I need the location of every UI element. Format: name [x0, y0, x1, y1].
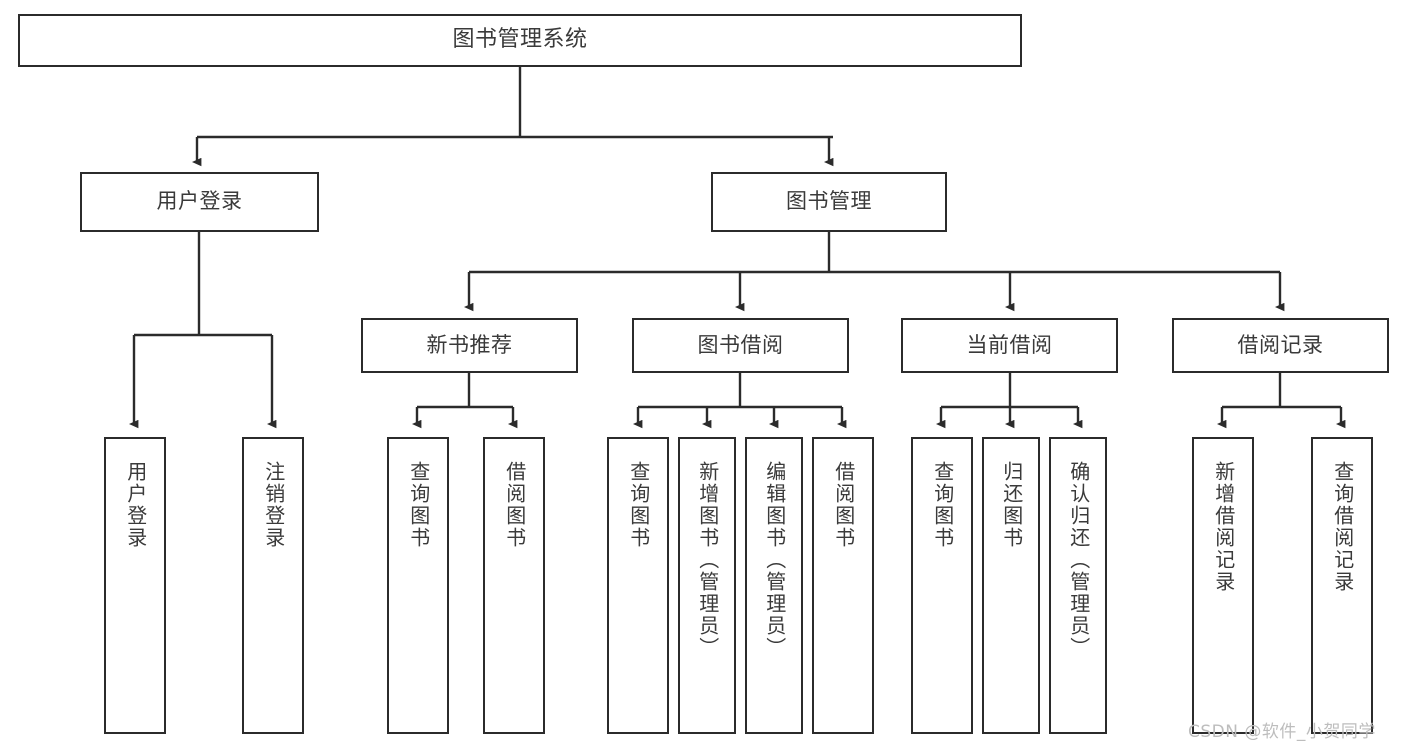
- leaf-logout[interactable]: 注销登录: [242, 437, 304, 734]
- node-label: 查询图书: [626, 461, 651, 549]
- node-label: 用户登录: [123, 461, 148, 549]
- node-label: 用户登录: [156, 189, 243, 214]
- node-label: 查询图书: [930, 461, 955, 549]
- leaf-add-book-admin[interactable]: 新增图书（管理员）: [678, 437, 736, 734]
- node-label: 归还图书: [999, 461, 1024, 549]
- node-label: 新增图书（管理员）: [695, 461, 720, 659]
- node-label: 借阅记录: [1237, 332, 1324, 357]
- leaf-return-book[interactable]: 归还图书: [982, 437, 1040, 734]
- node-user-login[interactable]: 用户登录: [80, 172, 319, 232]
- node-label: 图书借阅: [697, 332, 784, 357]
- leaf-edit-book-admin[interactable]: 编辑图书（管理员）: [745, 437, 803, 734]
- leaf-borrow-book-recommend[interactable]: 借阅图书: [483, 437, 545, 734]
- leaf-user-login[interactable]: 用户登录: [104, 437, 166, 734]
- node-label: 图书管理系统: [452, 27, 588, 53]
- node-current-borrow[interactable]: 当前借阅: [901, 318, 1118, 373]
- node-label: 新书推荐: [426, 332, 513, 357]
- node-label: 查询借阅记录: [1330, 461, 1355, 593]
- leaf-add-borrow-record[interactable]: 新增借阅记录: [1192, 437, 1254, 734]
- node-label: 注销登录: [261, 461, 286, 549]
- node-book-borrow[interactable]: 图书借阅: [632, 318, 849, 373]
- node-label: 图书管理: [786, 189, 872, 214]
- node-label: 查询图书: [406, 461, 431, 549]
- node-label: 借阅图书: [831, 461, 856, 549]
- node-label: 新增借阅记录: [1211, 461, 1236, 593]
- node-label: 当前借阅: [966, 332, 1053, 357]
- leaf-query-borrow-record[interactable]: 查询借阅记录: [1311, 437, 1373, 734]
- node-label: 借阅图书: [502, 461, 527, 549]
- leaf-confirm-return-admin[interactable]: 确认归还（管理员）: [1049, 437, 1107, 734]
- csdn-watermark: CSDN @软件_小贺同学: [1188, 722, 1376, 742]
- leaf-query-book-borrow[interactable]: 查询图书: [607, 437, 669, 734]
- node-new-book-recommend[interactable]: 新书推荐: [361, 318, 578, 373]
- leaf-borrow-book[interactable]: 借阅图书: [812, 437, 874, 734]
- leaf-query-book-recommend[interactable]: 查询图书: [387, 437, 449, 734]
- node-borrow-record[interactable]: 借阅记录: [1172, 318, 1389, 373]
- leaf-query-book-current[interactable]: 查询图书: [911, 437, 973, 734]
- node-label: 编辑图书（管理员）: [762, 461, 787, 659]
- node-label: 确认归还（管理员）: [1066, 461, 1091, 659]
- node-root-system[interactable]: 图书管理系统: [18, 14, 1022, 67]
- node-book-management[interactable]: 图书管理: [711, 172, 947, 232]
